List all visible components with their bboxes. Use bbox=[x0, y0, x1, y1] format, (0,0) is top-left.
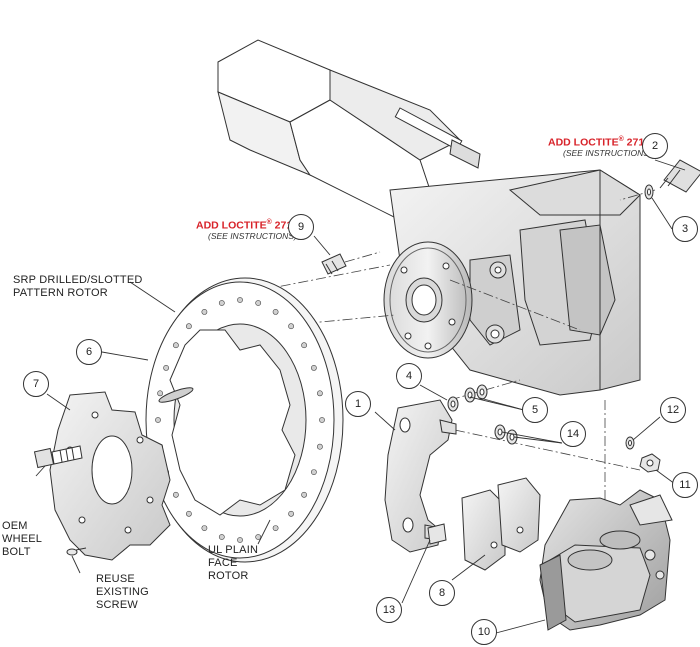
callout-5: 5 bbox=[522, 397, 548, 423]
loctite-note-mid-sub: (SEE INSTRUCTIONS) bbox=[208, 231, 297, 241]
callout-4-number: 4 bbox=[405, 370, 413, 382]
drilled-slotted-rotor bbox=[145, 277, 344, 563]
rotor-drill-hole bbox=[163, 364, 169, 371]
rotor-drill-hole bbox=[201, 525, 208, 531]
callout-9: 9 bbox=[288, 214, 314, 240]
callout-3: 3 bbox=[672, 216, 698, 242]
rotor-drill-hole bbox=[172, 342, 179, 349]
loctite-note-mid-number: 271 bbox=[271, 219, 293, 232]
rotor-drill-hole bbox=[172, 491, 179, 498]
rotor-drill-hole bbox=[255, 300, 262, 306]
ul-rotor-label: UL PLAIN FACE ROTOR bbox=[208, 544, 258, 583]
callout-11-number: 11 bbox=[679, 479, 691, 491]
reuse-screw-label: REUSE EXISTING SCREW bbox=[96, 573, 149, 612]
ul-rotor-label-line1: UL PLAIN bbox=[208, 544, 259, 556]
callout-7: 7 bbox=[23, 371, 49, 397]
callout-1: 1 bbox=[345, 391, 371, 417]
callout-13: 13 bbox=[376, 597, 402, 623]
rotor-drill-hole bbox=[310, 469, 317, 475]
srp-rotor-label-line1: SRP DRILLED/SLOTTED bbox=[13, 274, 143, 286]
rotor-drill-hole bbox=[218, 534, 225, 540]
rotor-drill-hole bbox=[316, 390, 323, 397]
srp-rotor-label: SRP DRILLED/SLOTTED PATTERN ROTOR bbox=[13, 274, 143, 300]
callout-10-number: 10 bbox=[477, 626, 491, 638]
callout-2-number: 2 bbox=[651, 140, 659, 152]
callout-6: 6 bbox=[76, 339, 102, 365]
callout-12-number: 12 bbox=[666, 404, 680, 416]
callout-2: 2 bbox=[642, 133, 668, 159]
rotor-drill-hole bbox=[288, 510, 294, 517]
callout-14-number: 14 bbox=[566, 428, 580, 440]
callout-6-number: 6 bbox=[85, 346, 93, 358]
callout-8-number: 8 bbox=[438, 587, 446, 599]
rotor-drill-holes bbox=[155, 297, 325, 543]
loctite-note-top-text: ADD LOCTITE bbox=[548, 136, 619, 149]
rotor-drill-hole bbox=[301, 342, 307, 349]
reuse-label-line2: EXISTING bbox=[96, 586, 149, 598]
oem-wheel-bolt-label: OEM WHEEL BOLT bbox=[2, 520, 42, 559]
hub-flange bbox=[383, 241, 507, 359]
callout-8: 8 bbox=[429, 580, 455, 606]
loctite-note-top-sub: (SEE INSTRUCTIONS) bbox=[563, 148, 652, 158]
callout-7-number: 7 bbox=[32, 378, 40, 390]
reuse-label-line1: REUSE bbox=[96, 573, 135, 585]
srp-rotor-label-line2: PATTERN ROTOR bbox=[13, 287, 108, 299]
callout-14: 14 bbox=[560, 421, 586, 447]
caliper-bracket-part-1 bbox=[384, 399, 457, 553]
rotor-drill-hole bbox=[301, 491, 307, 498]
bracket-bolt-part-13 bbox=[427, 523, 447, 545]
callout-3-number: 3 bbox=[681, 223, 689, 235]
loctite-note-mid-reg: ® bbox=[266, 219, 272, 226]
washer-part-12 bbox=[625, 436, 635, 450]
bolt-part-2 bbox=[659, 159, 700, 193]
reuse-label-line3: SCREW bbox=[96, 599, 138, 611]
callout-9-number: 9 bbox=[297, 221, 305, 233]
rotor-drill-hole bbox=[157, 390, 163, 397]
rotor-drill-hole bbox=[310, 364, 317, 371]
callout-12: 12 bbox=[660, 397, 686, 423]
rotor-hat-part-7 bbox=[49, 391, 171, 561]
loctite-note-top-number: 271 bbox=[623, 136, 645, 149]
callout-1-number: 1 bbox=[354, 398, 362, 410]
loctite-note-top-reg: ® bbox=[618, 136, 624, 143]
nut-part-11 bbox=[639, 453, 661, 473]
callout-13-number: 13 bbox=[382, 604, 396, 616]
stud-part-9 bbox=[321, 253, 347, 275]
rotor-drill-hole bbox=[255, 534, 262, 540]
leader-lines bbox=[35, 159, 686, 634]
oem-bolt-label-line1: OEM bbox=[2, 520, 28, 532]
rotor-drill-hole bbox=[237, 537, 243, 543]
reuse-existing-screw bbox=[66, 547, 87, 556]
loctite-note-mid-text: ADD LOCTITE bbox=[196, 219, 267, 232]
rotor-drill-hole bbox=[218, 300, 225, 306]
callout-4: 4 bbox=[396, 363, 422, 389]
ul-rotor-label-line2: FACE bbox=[208, 557, 238, 569]
rotor-drill-hole bbox=[237, 297, 243, 303]
loctite-note-top: ADD LOCTITE® 271 bbox=[548, 136, 644, 149]
rotor-drill-hole bbox=[288, 323, 294, 330]
callout-11: 11 bbox=[672, 472, 698, 498]
callout-5-number: 5 bbox=[531, 404, 539, 416]
rotor-drill-hole bbox=[272, 525, 279, 531]
rotor-drill-hole bbox=[319, 417, 325, 423]
rotor-drill-hole bbox=[201, 308, 208, 315]
caliper-part-10 bbox=[539, 489, 673, 631]
rotor-drill-hole bbox=[185, 323, 192, 330]
rotor-drill-hole bbox=[185, 510, 192, 517]
callout-10: 10 bbox=[471, 619, 497, 645]
oem-bolt-label-line2: WHEEL bbox=[2, 533, 43, 545]
loctite-note-mid: ADD LOCTITE® 271 bbox=[196, 219, 292, 232]
rotor-drill-hole bbox=[316, 443, 323, 450]
rotor-drill-hole bbox=[272, 308, 279, 315]
oem-bolt-label-line3: BOLT bbox=[2, 546, 31, 558]
rotor-drill-hole bbox=[155, 417, 161, 423]
oem-wheel-bolt bbox=[33, 445, 83, 469]
brake-pads-part-8 bbox=[461, 477, 541, 571]
ul-rotor-label-line3: ROTOR bbox=[208, 570, 249, 582]
washer-part-3 bbox=[644, 184, 654, 200]
